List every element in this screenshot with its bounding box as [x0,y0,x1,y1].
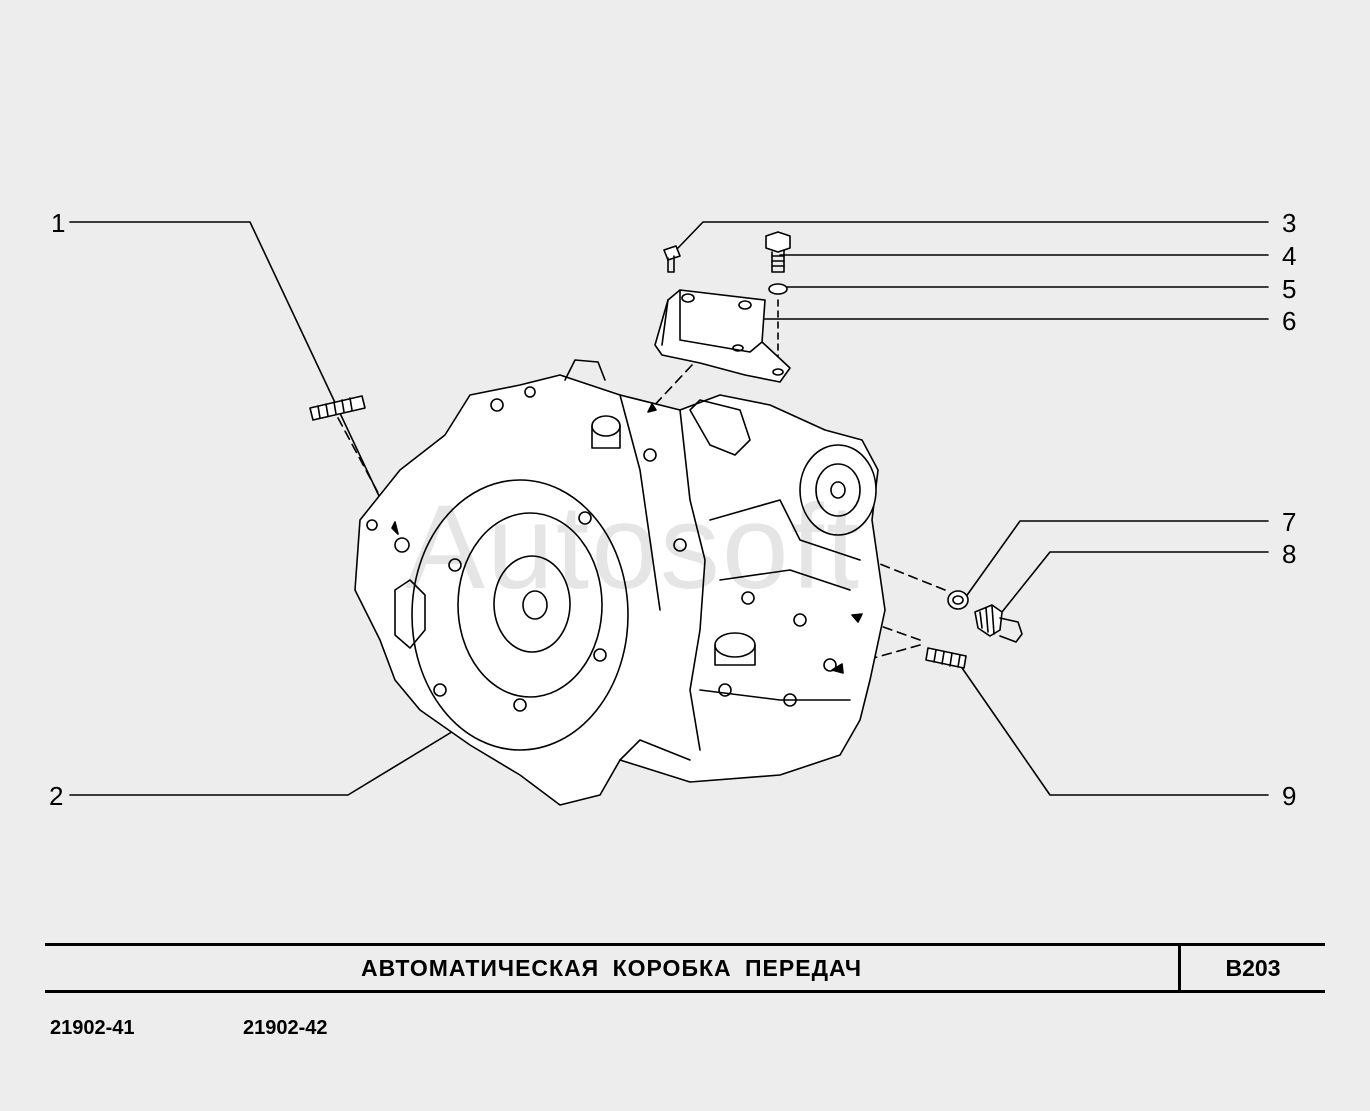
callout-4: 4 [1282,241,1297,271]
leader-line-7 [964,520,1269,599]
screw-part-3 [663,245,681,273]
arrow-head-9a [851,613,863,623]
diagram-title: АВТОМАТИЧЕСКАЯ КОРОБКА ПЕРЕДАЧ [361,955,862,981]
callout-9: 9 [1282,781,1297,811]
callout-7: 7 [1282,507,1297,537]
leader-line-8 [1001,551,1269,613]
callout-1: 1 [51,208,66,238]
stud-part-1 [309,395,366,421]
gasket-part-7 [947,590,969,610]
assembly-dash-7 [869,559,946,591]
leader-line-2 [69,729,456,796]
bolt-part-4 [765,231,791,273]
leader-line-9 [959,664,1269,796]
model-number-2: 21902-42 [243,1017,328,1039]
transmission-housing-part-2 [354,359,886,806]
stud-part-9 [925,647,967,669]
title-block: АВТОМАТИЧЕСКАЯ КОРОБКА ПЕРЕДАЧ B203 [45,943,1325,993]
washer-part-5 [768,283,788,295]
arrow-head-9b [831,663,844,674]
leader-line-1 [69,221,396,531]
assembly-dash-6 [649,364,693,411]
bracket-part-6 [654,289,791,383]
arrow-head-6 [647,403,657,413]
sheet-code: B203 [1225,955,1281,981]
title-divider [1178,946,1181,990]
arrow-head-1 [391,521,399,535]
callout-6: 6 [1282,306,1297,336]
leader-line-3 [677,221,1269,249]
assembly-dash-9a [857,617,921,641]
callout-5: 5 [1282,274,1297,304]
callout-3: 3 [1282,208,1297,238]
callout-2: 2 [49,781,64,811]
plug-part-8 [974,604,1023,643]
callout-8: 8 [1282,539,1297,569]
model-number-1: 21902-41 [50,1017,135,1039]
